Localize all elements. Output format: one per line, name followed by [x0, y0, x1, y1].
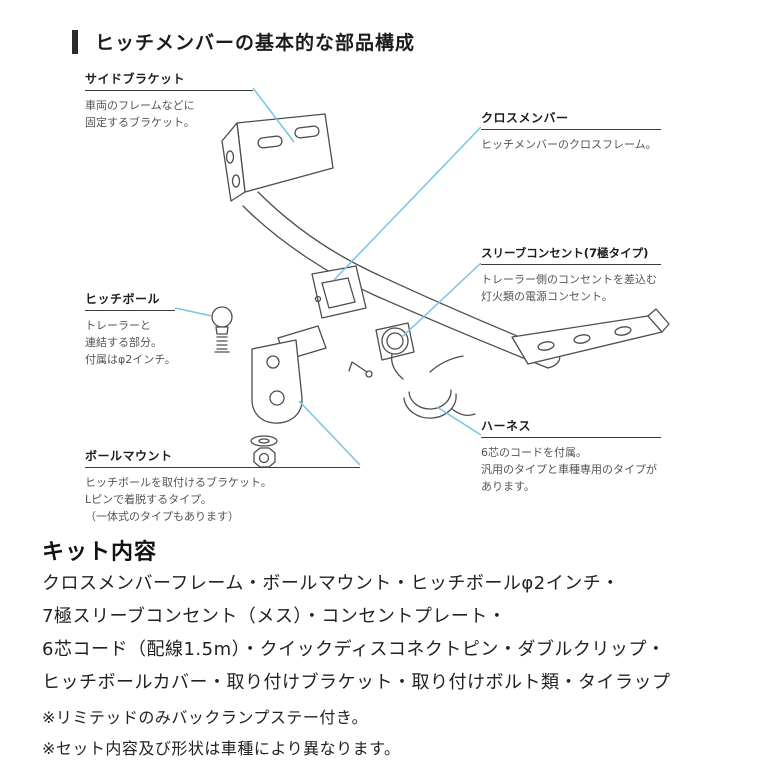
label-ball-mount-title: ボールマウント — [85, 447, 360, 468]
label-sleeve-outlet: スリーブコンセント(7極タイプ) トレーラー側のコンセントを差込む 灯火類の電源… — [481, 245, 661, 305]
label-harness: ハーネス 6芯のコードを付属。 汎用のタイプと車種専用のタイプが あります。 — [481, 417, 661, 495]
label-ball-mount: ボールマウント ヒッチボールを取付けるブラケット。 Lピンで着脱するタイプ。 （… — [85, 447, 360, 525]
kit-line: クロスメンバーフレーム・ボールマウント・ヒッチボールφ2インチ・ — [42, 573, 620, 594]
exploded-parts-drawing — [211, 113, 670, 468]
footnote: ※セット内容及び形状は車種により異なります。 — [42, 739, 401, 758]
label-sleeve-outlet-title: スリーブコンセント(7極タイプ) — [481, 245, 661, 265]
kit-line: 6芯コード（配線1.5m）・クイックディスコネクトピン・ダブルクリップ・ — [42, 639, 666, 660]
footnotes: ※リミテッドのみバックランプステー付き。 ※セット内容及び形状は車種により異なり… — [42, 702, 401, 764]
label-harness-desc: 6芯のコードを付属。 汎用のタイプと車種専用のタイプが あります。 — [481, 446, 657, 494]
page-header: ヒッチメンバーの基本的な部品構成 — [72, 28, 415, 55]
kit-contents: クロスメンバーフレーム・ボールマウント・ヒッチボールφ2インチ・ 7極スリーブコ… — [42, 567, 670, 699]
label-sleeve-outlet-desc: トレーラー側のコンセントを差込む 灯火類の電源コンセント。 — [481, 273, 657, 304]
label-ball-mount-desc: ヒッチボールを取付けるブラケット。 Lピンで着脱するタイプ。 （一体式のタイプも… — [85, 476, 272, 524]
label-cross-member-title: クロスメンバー — [481, 109, 661, 130]
kit-heading: キット内容 — [42, 540, 158, 565]
kit-line: 7極スリーブコンセント（メス）・コンセントプレート・ — [42, 606, 507, 627]
label-hitch-ball-title: ヒッチボール — [85, 290, 175, 311]
label-hitch-ball: ヒッチボール トレーラーと 連結する部分。 付属はφ2インチ。 — [85, 290, 176, 368]
label-hitch-ball-desc: トレーラーと 連結する部分。 付属はφ2インチ。 — [85, 319, 176, 367]
footnote: ※リミテッドのみバックランプステー付き。 — [42, 708, 369, 727]
label-side-bracket-title: サイドブラケット — [85, 70, 253, 91]
label-harness-title: ハーネス — [481, 417, 661, 438]
leader-lines — [174, 87, 482, 466]
page-title: ヒッチメンバーの基本的な部品構成 — [95, 32, 416, 54]
kit-line: ヒッチボールカバー・取り付けブラケット・取り付けボルト類・タイラップ — [42, 672, 671, 693]
label-cross-member-desc: ヒッチメンバーのクロスフレーム。 — [481, 138, 657, 151]
label-cross-member: クロスメンバー ヒッチメンバーのクロスフレーム。 — [481, 109, 661, 153]
label-side-bracket-desc: 車両のフレームなどに 固定するブラケット。 — [85, 99, 195, 130]
label-side-bracket: サイドブラケット 車両のフレームなどに 固定するブラケット。 — [85, 70, 253, 131]
title-accent-bar-icon — [72, 29, 78, 54]
